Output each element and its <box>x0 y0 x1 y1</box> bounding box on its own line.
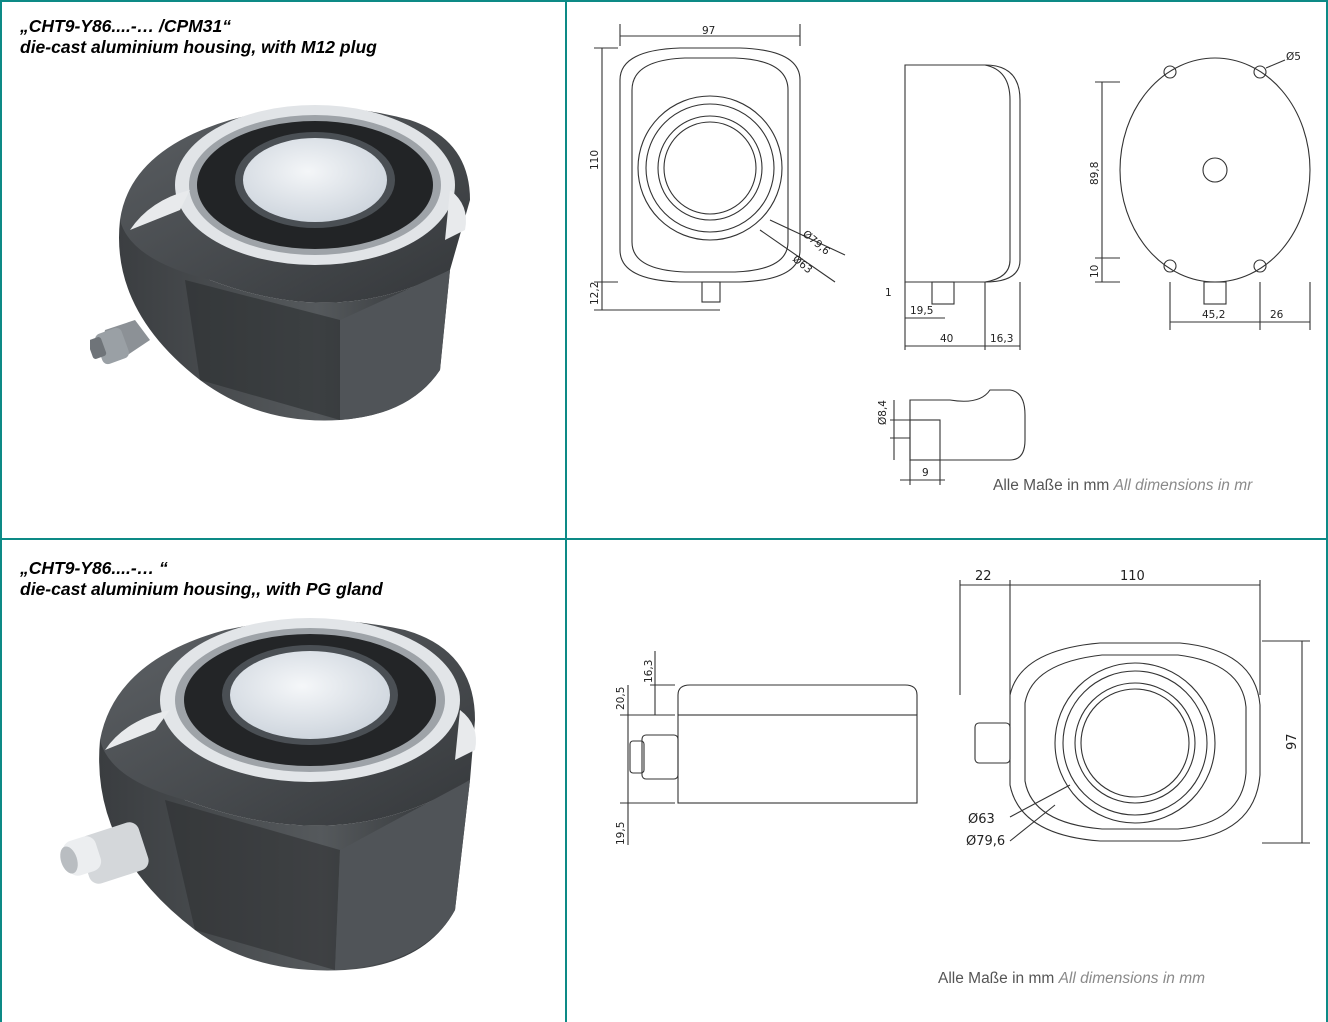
m12-dimension-drawing: 97 110 12,2 Ø79,6 Ø63 1 19,5 40 16,3 Ø5 … <box>589 24 1311 485</box>
row1-dimension-note: Alle Maße in mm All dimensions in mr <box>993 477 1252 495</box>
dim-detail-dia: Ø8,4 <box>877 400 889 425</box>
dim-dia-inner-2: Ø63 <box>968 812 995 827</box>
pg-gland-dimension-drawing: 16,3 20,5 19,5 22 110 97 Ø63 Ø79,6 <box>615 569 1310 849</box>
dim-side-depth: 40 <box>940 333 953 345</box>
detail-view <box>890 389 1026 485</box>
table-border-left <box>0 0 2 1022</box>
dim-back-hole: Ø5 <box>1286 51 1301 63</box>
back-view <box>1095 57 1311 330</box>
dim-dia-outer-2: Ø79,6 <box>966 834 1005 849</box>
dim-h-total: 20,5 <box>615 687 627 710</box>
dim-back-bottom: 10 <box>1089 265 1101 278</box>
dim-gland: 22 <box>975 569 992 584</box>
row2-title-desc: die-cast aluminium housing,, with PG gla… <box>20 579 383 599</box>
dim-h-top: 16,3 <box>643 660 655 683</box>
dim-side-plug: 19,5 <box>910 305 933 317</box>
dim-height: 110 <box>589 150 601 170</box>
housing-m12-plug-image <box>90 105 470 421</box>
dim-dia-outer: Ø79,6 <box>800 228 832 258</box>
row1-note-de: Alle Maße in mm <box>993 477 1110 494</box>
row1-title: „CHT9-Y86....-… /CPM31“ die-cast alumini… <box>20 16 377 58</box>
dim-back-edge: 26 <box>1270 309 1284 321</box>
dim-width: 97 <box>702 25 715 37</box>
dim-plug: 12,2 <box>589 282 601 305</box>
dim-back-height: 89,8 <box>1089 162 1101 185</box>
dim-length: 110 <box>1120 569 1145 584</box>
front-view <box>594 24 846 311</box>
side-view-2 <box>620 651 918 845</box>
front-view-2 <box>959 580 1310 844</box>
row1-title-model: „CHT9-Y86....-… /CPM31“ <box>20 16 232 36</box>
dim-side-gap: 1 <box>885 287 892 299</box>
dim-h-bottom: 19,5 <box>615 822 627 845</box>
row2-title-model: „CHT9-Y86....-… “ <box>20 558 168 578</box>
table-border-right <box>1326 0 1328 1022</box>
row2-title: „CHT9-Y86....-… “ die-cast aluminium hou… <box>20 558 383 600</box>
dim-width-2: 97 <box>1285 733 1300 750</box>
row1-title-desc: die-cast aluminium housing, with M12 plu… <box>20 37 377 57</box>
row2-note-en: All dimensions in mm <box>1058 970 1206 987</box>
row2-note-de: Alle Maße in mm <box>938 970 1055 987</box>
dim-dia-inner: Ø63 <box>790 253 814 276</box>
table-border-top <box>0 0 1328 2</box>
dim-back-span: 45,2 <box>1202 309 1225 321</box>
dim-side-cap: 16,3 <box>990 333 1013 345</box>
table-row-divider <box>0 538 1328 540</box>
side-view <box>904 64 1021 350</box>
row1-note-en: All dimensions in mr <box>1113 477 1253 494</box>
table-col-divider <box>565 0 567 1022</box>
housing-pg-gland-image <box>60 618 476 971</box>
dim-detail-len: 9 <box>922 467 929 479</box>
row2-dimension-note: Alle Maße in mm All dimensions in mm <box>938 970 1205 988</box>
